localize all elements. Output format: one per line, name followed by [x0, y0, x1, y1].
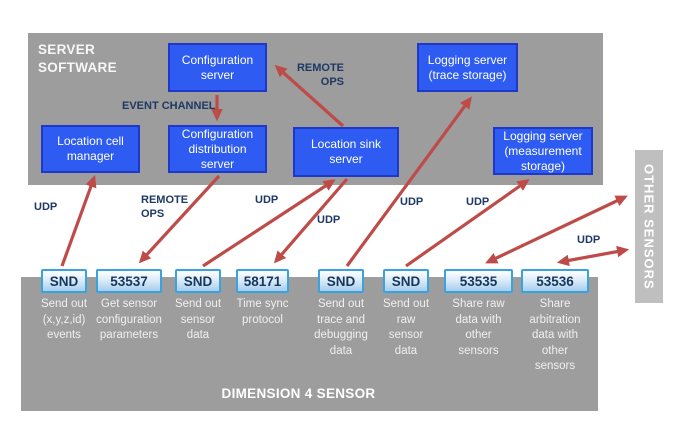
- label-udp-sink-down: UDP: [317, 214, 341, 226]
- arrow-53536-other-sensors: [556, 245, 630, 267]
- port-53535: 53535: [444, 269, 513, 293]
- node-configuration-server: Configuration server: [168, 43, 267, 92]
- node-location-cell-manager: Location cell manager: [41, 125, 140, 173]
- port-desc-58171: Time sync protocol: [236, 298, 289, 326]
- node-location-sink-server: Location sink server: [293, 127, 399, 177]
- node-label: Configuration server: [181, 52, 254, 82]
- server-software-title: SERVER SOFTWARE: [38, 42, 117, 75]
- node-label: Logging server (trace storage): [427, 52, 508, 82]
- port-desc-snd-raw: Send out raw sensor data: [382, 298, 430, 357]
- port-desc-53535: Share raw data with other sensors: [452, 298, 505, 357]
- label-udp-location-cell: UDP: [34, 201, 58, 213]
- label-remote-ops-top: REMOTE OPS: [296, 62, 344, 88]
- other-sensors-label: OTHER SENSORS: [641, 163, 657, 290]
- port-snd-sensor-data: SND: [175, 269, 221, 293]
- port-desc-53537: Get sensor configuration parameters: [96, 298, 162, 341]
- port-snd-trace: SND: [318, 269, 364, 293]
- node-label: Configuration distribution server: [181, 126, 254, 171]
- port-desc-snd-trace: Send out trace and debugging data: [314, 298, 368, 357]
- port-snd-raw: SND: [383, 269, 429, 293]
- node-logging-server-measurement: Logging server (measurement storage): [493, 127, 593, 175]
- arrow-snd6-to-meas-logging: [405, 179, 530, 268]
- label-udp-sink-up: UDP: [255, 194, 279, 206]
- port-53536: 53536: [521, 269, 589, 293]
- label-remote-ops-mid: REMOTE OPS: [141, 194, 189, 220]
- port-58171: 58171: [236, 269, 289, 293]
- port-53537: 53537: [96, 269, 162, 293]
- label-event-channel: EVENT CHANNEL: [122, 100, 216, 112]
- port-desc-snd-sensor-data: Send out sensor data: [174, 298, 222, 341]
- dimension4-sensor-panel: [21, 277, 598, 411]
- node-label: Location sink server: [310, 137, 382, 166]
- arrow-snd1-to-cell-manager: [60, 174, 97, 267]
- label-udp-other-sensors: UDP: [577, 234, 601, 246]
- label-udp-measurement: UDP: [466, 196, 490, 208]
- arrow-53535-other-sensors: [485, 195, 628, 264]
- port-desc-snd-events: Send out (x,y,z,id) events: [40, 298, 88, 341]
- port-snd-events: SND: [41, 269, 87, 293]
- dimension4-sensor-title: DIMENSION 4 SENSOR: [221, 386, 376, 401]
- node-logging-server-trace: Logging server (trace storage): [417, 43, 518, 92]
- node-configuration-distribution-server: Configuration distribution server: [168, 125, 267, 173]
- port-desc-53536: Share arbitration data with other sensor…: [529, 298, 581, 372]
- other-sensors-panel: OTHER SENSORS: [635, 150, 663, 303]
- node-label: Logging server (measurement storage): [503, 128, 583, 173]
- label-udp-trace: UDP: [400, 196, 424, 208]
- node-label: Location cell manager: [57, 134, 124, 163]
